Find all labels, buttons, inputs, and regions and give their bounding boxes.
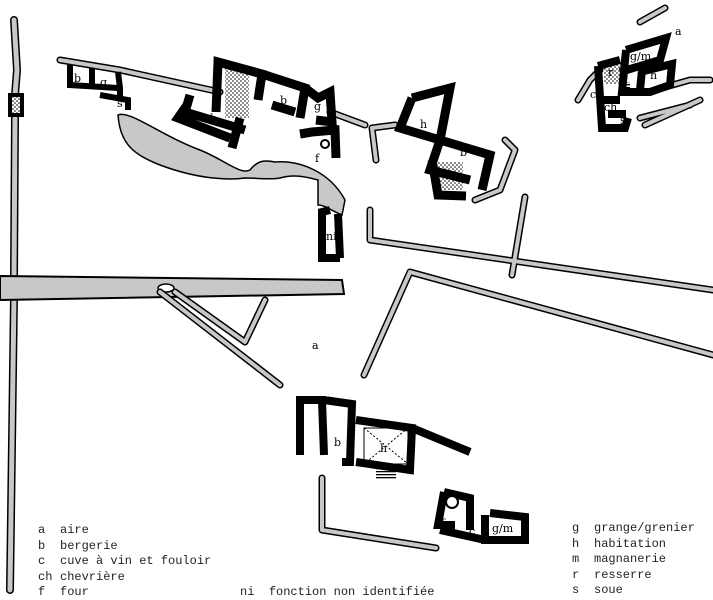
legend-item: b bergerie <box>38 539 211 555</box>
label-b: b <box>460 146 467 159</box>
roads <box>0 4 713 594</box>
label-a: a <box>312 339 319 352</box>
legend-item: g grange/grenier <box>572 521 695 537</box>
legend-key: m <box>572 552 580 566</box>
legend-text: fonction non identifiée <box>268 585 435 599</box>
label-h: h <box>650 69 657 82</box>
label-h: h <box>380 442 387 455</box>
legend-text: aire <box>60 523 89 537</box>
label-r: r <box>608 66 614 79</box>
building-far-left <box>8 93 24 117</box>
legend-text: habitation <box>594 536 667 551</box>
building-group-top-right <box>594 32 677 132</box>
label-b: b <box>74 72 81 85</box>
building-group-top-middle <box>393 81 496 201</box>
label-s: s <box>620 114 626 127</box>
legend-item: c cuve à vin et fouloir <box>38 554 211 570</box>
road-left-vertical <box>6 16 21 594</box>
legend-text: resserre <box>594 567 652 582</box>
legend-text: chevrière <box>60 569 125 584</box>
legend-item: ni fonction non identifiée <box>240 585 434 599</box>
label-h: h <box>210 112 217 125</box>
label-h: h <box>420 118 427 131</box>
legend-item: m magnanerie <box>572 552 695 568</box>
label-g-m: g/m <box>630 50 652 63</box>
label-g: g <box>100 76 107 89</box>
legend-key: a <box>38 523 46 537</box>
legend-text: magnanerie <box>594 552 667 566</box>
legend-text: four <box>60 585 89 599</box>
building-group-bottom <box>296 396 529 544</box>
road-diagonals <box>56 4 713 552</box>
road-main-horizontal <box>0 274 346 302</box>
legend-item: h habitation <box>572 537 695 553</box>
buildings <box>8 32 677 544</box>
building-group-top-left <box>67 65 131 110</box>
label-b: b <box>334 436 341 449</box>
label-ni: ni <box>326 230 337 243</box>
legend-key: f <box>38 585 46 599</box>
label-b: b <box>280 94 287 107</box>
legend-key: g <box>572 521 580 535</box>
label-a: a <box>675 25 682 38</box>
legend-key: ni <box>240 585 255 599</box>
legend-item: ch chevrière <box>38 570 211 586</box>
label-f: f <box>441 517 446 530</box>
label-g-m: g/m <box>492 522 514 535</box>
building-group-top-center <box>171 56 344 262</box>
label-c: c <box>590 88 596 101</box>
legend-key: ch <box>38 569 53 584</box>
legend-key: h <box>572 536 580 551</box>
map-labels: b g s h b g f h b ni a g/m h r c ch s b … <box>74 25 682 538</box>
legend-item: r resserre <box>572 568 695 584</box>
legend-key: r <box>572 567 580 582</box>
label-ch: ch <box>604 101 617 114</box>
legend-key: c <box>38 554 46 568</box>
legend-center: ni fonction non identifiée <box>240 585 434 599</box>
label-s: s <box>117 97 123 110</box>
legend-text: grange/grenier <box>594 521 695 535</box>
label-f: f <box>315 152 320 165</box>
legend-key: b <box>38 538 46 553</box>
legend-text: soue <box>594 583 623 597</box>
legend-text: cuve à vin et fouloir <box>60 554 212 568</box>
legend-text: bergerie <box>60 538 118 553</box>
label-g: g <box>314 100 321 113</box>
legend-key: s <box>572 583 580 597</box>
label-c: c <box>469 525 475 538</box>
